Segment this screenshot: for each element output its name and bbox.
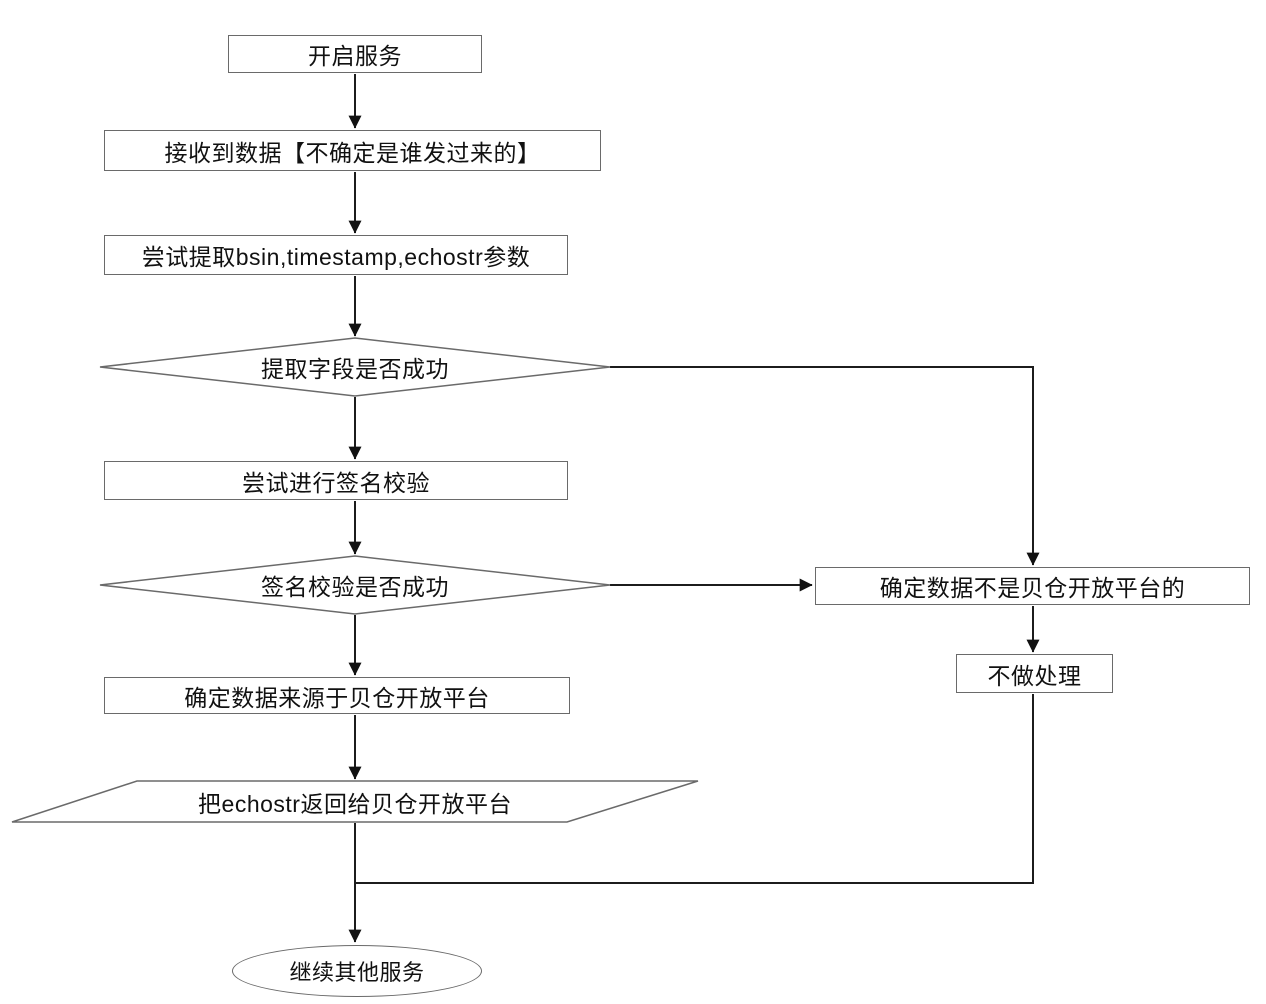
node-continue-services: 继续其他服务 <box>232 945 482 997</box>
edge-decision1-to-notfrom <box>610 366 1040 566</box>
node-return-echostr: 把echostr返回给贝仓开放平台 <box>198 790 512 817</box>
decision2-diamond-shape <box>99 555 611 615</box>
node-try-verify: 尝试进行签名校验 <box>104 461 568 500</box>
decision1-diamond-shape <box>99 337 611 397</box>
node-no-processing: 不做处理 <box>956 654 1113 693</box>
node-extract-params: 尝试提取bsin,timestamp,echostr参数 <box>104 235 568 275</box>
return-echostr-parallelogram-shape <box>11 780 699 823</box>
node-extract-success-decision: 提取字段是否成功 <box>261 356 449 382</box>
node-verify-success-decision: 签名校验是否成功 <box>261 574 449 600</box>
node-confirm-from-platform: 确定数据来源于贝仓开放平台 <box>104 677 570 714</box>
node-not-from-platform: 确定数据不是贝仓开放平台的 <box>815 567 1250 605</box>
node-receive-data: 接收到数据【不确定是谁发过来的】 <box>104 130 601 171</box>
edge-noprocess-to-merge <box>356 694 1034 884</box>
node-start: 开启服务 <box>228 35 482 73</box>
